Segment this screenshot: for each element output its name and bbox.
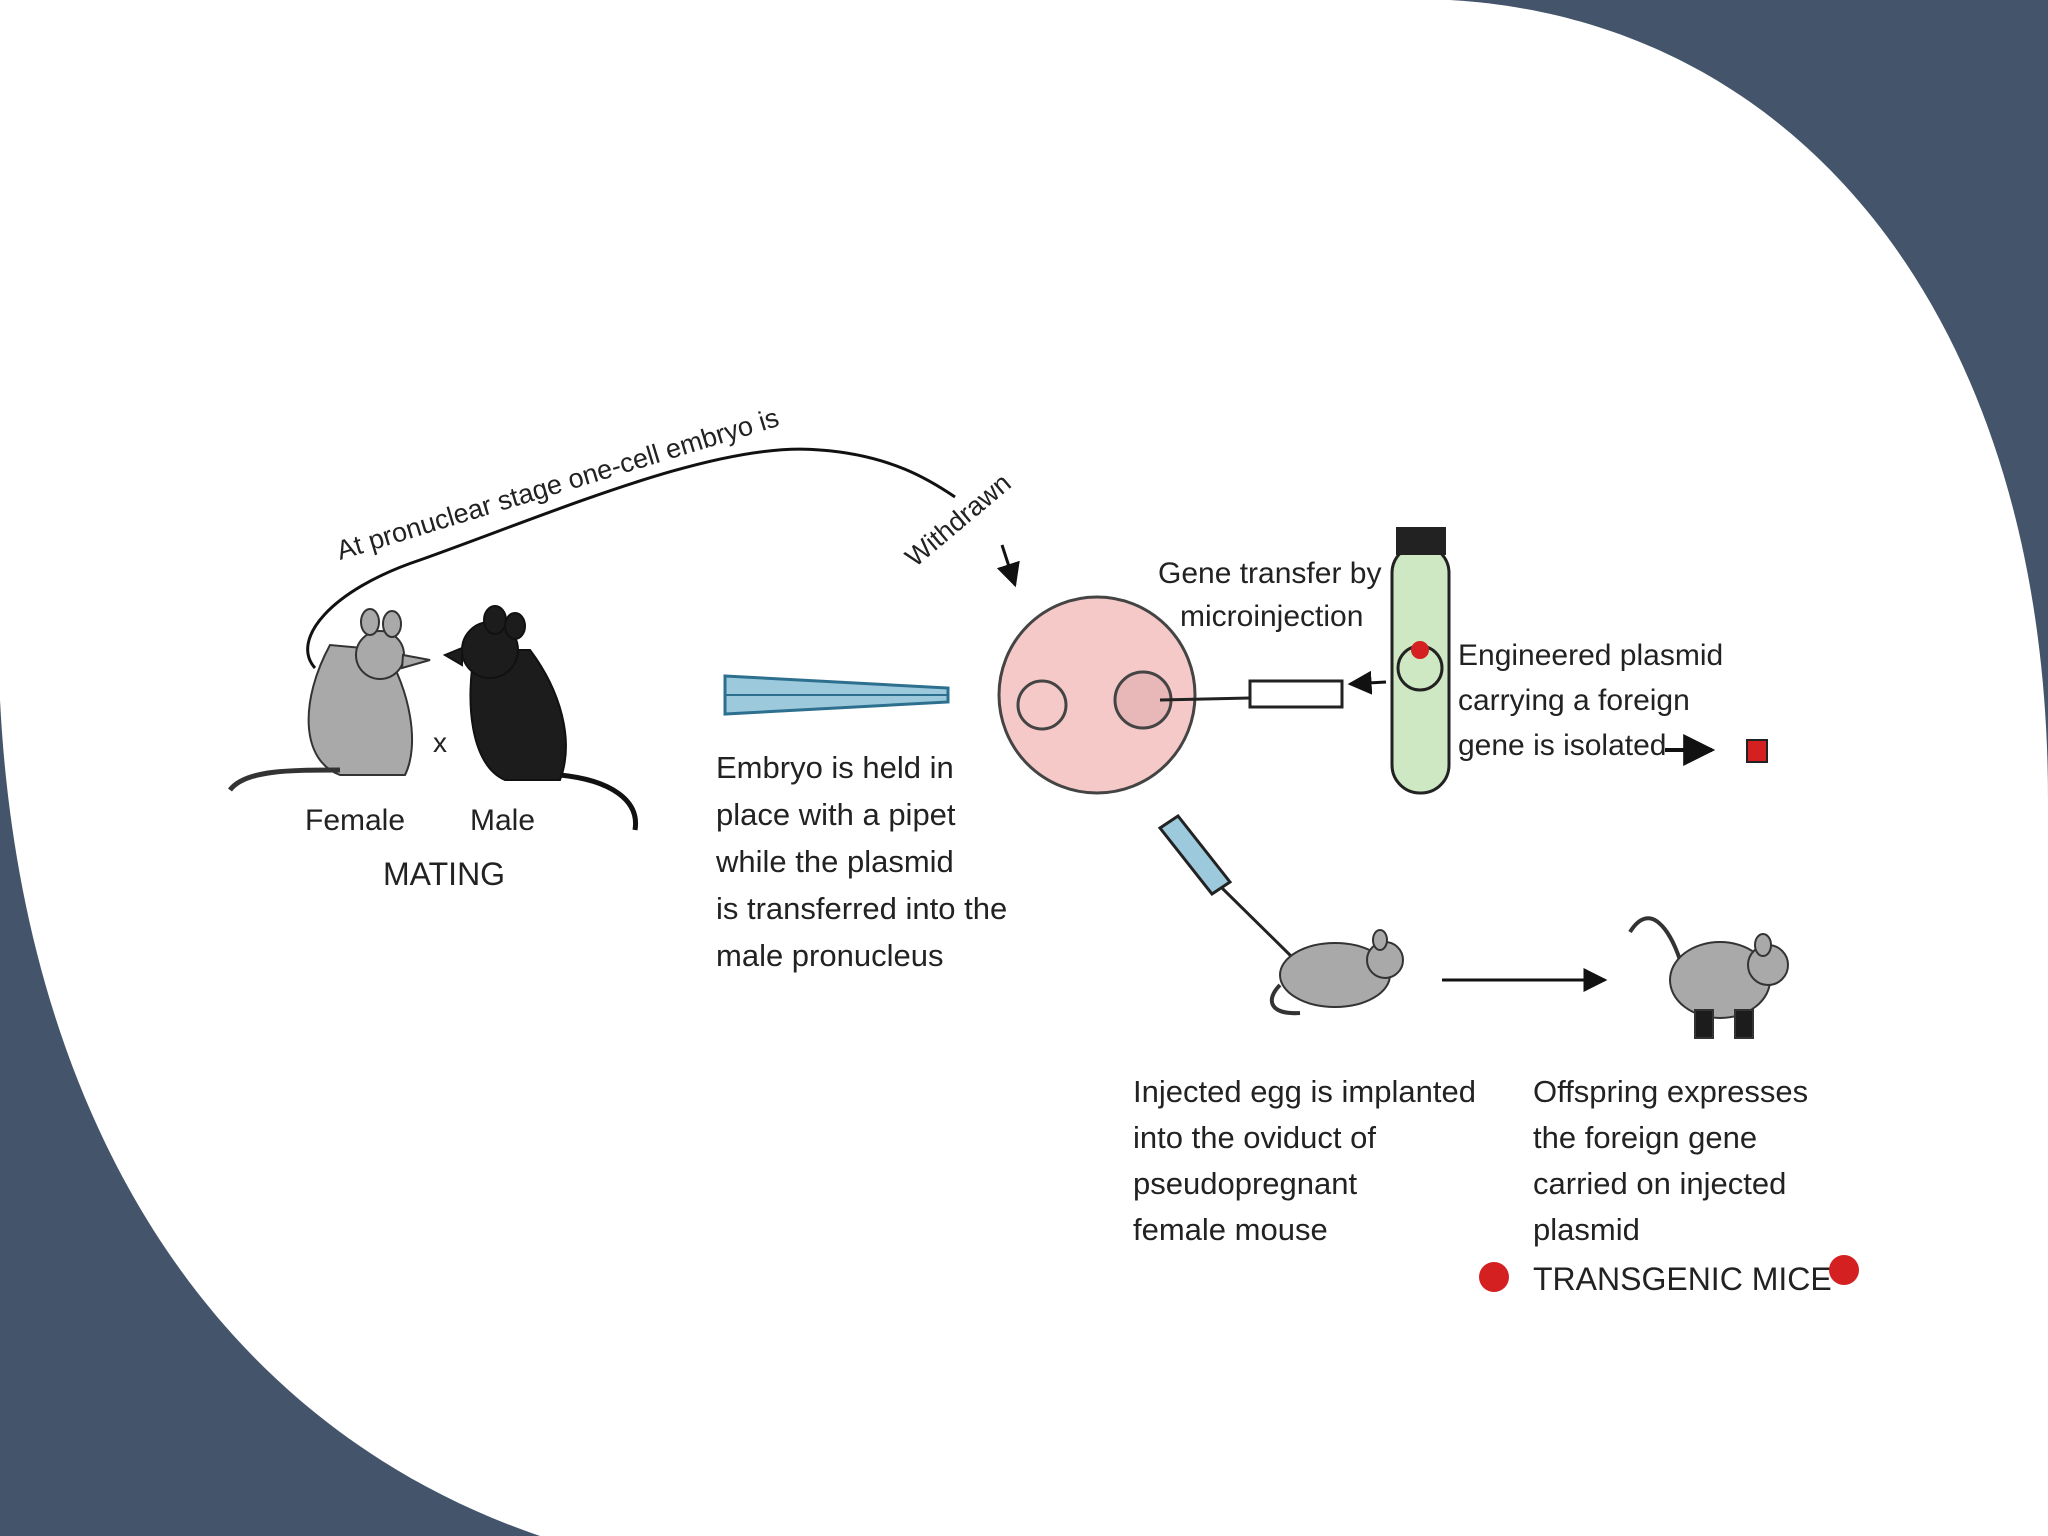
plasmid-line-2: carrying a foreign xyxy=(1458,684,1690,717)
offspring-caption-line-4: plasmid xyxy=(1533,1212,1640,1247)
withdrawal-arc xyxy=(306,447,956,669)
female-label: Female xyxy=(305,804,405,837)
male-mouse-icon xyxy=(442,605,639,831)
withdrawn-arrow xyxy=(996,544,1020,588)
embryo-caption-line-2: place with a pipet xyxy=(716,797,956,832)
plasmid-line-3: gene is isolated xyxy=(1458,729,1666,762)
implant-caption-line-1: Injected egg is implanted xyxy=(1133,1074,1476,1109)
transgenic-mouse-icon xyxy=(1628,916,1789,1039)
holding-pipette-icon xyxy=(723,674,950,716)
implant-caption-line-4: female mouse xyxy=(1133,1212,1328,1247)
embryo-caption-line-1: Embryo is held in xyxy=(716,750,954,785)
syringe-icon xyxy=(1159,679,1344,709)
implant-caption-line-2: into the oviduct of xyxy=(1133,1120,1376,1155)
embryo-caption-line-4: is transferred into the xyxy=(716,891,1007,926)
surrogate-mouse-icon xyxy=(1269,929,1404,1016)
offspring-caption-line-1: Offspring expresses xyxy=(1533,1074,1808,1109)
plasmid-tube-icon xyxy=(1390,527,1451,795)
plasmid-to-syringe-arrow xyxy=(1347,670,1387,695)
female-mouse-icon xyxy=(228,608,431,792)
implant-caption-line-3: pseudopregnant xyxy=(1133,1166,1357,1201)
embryo-cell-icon xyxy=(997,595,1197,795)
gene-transfer-line-2: microinjection xyxy=(1180,600,1363,633)
male-label: Male xyxy=(470,804,535,837)
gene-transfer-line-1: Gene transfer by xyxy=(1158,557,1381,590)
embryo-caption-line-3: while the plasmid xyxy=(715,844,954,879)
foreign-gene-marker xyxy=(1746,739,1768,763)
offspring-caption-line-3: carried on injected xyxy=(1533,1166,1786,1201)
plasmid-line-1: Engineered plasmid xyxy=(1458,639,1723,672)
embryo-caption-line-5: male pronucleus xyxy=(716,938,943,973)
transgenic-dot-right xyxy=(1829,1255,1859,1285)
offspring-caption-line-2: the foreign gene xyxy=(1533,1120,1757,1155)
mating-label: MATING xyxy=(383,856,505,892)
transgenic-label: TRANSGENIC MICE xyxy=(1533,1261,1832,1297)
cross-symbol: x xyxy=(433,727,447,758)
transgenic-dot-left xyxy=(1479,1262,1509,1292)
injection-needle-icon xyxy=(1157,813,1295,960)
